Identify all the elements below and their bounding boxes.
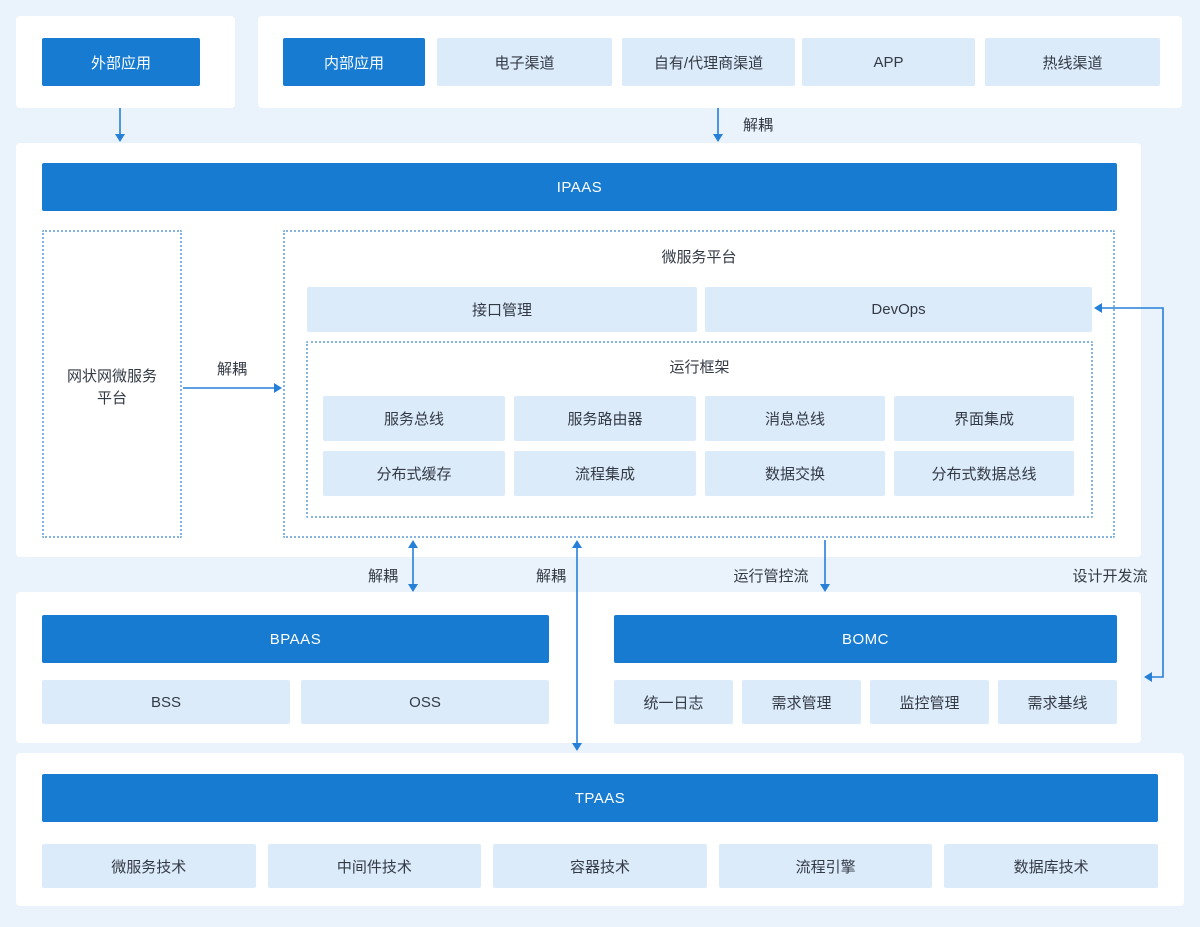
arrow-internal-to-ipaas bbox=[713, 108, 723, 142]
tpaas-items-row: 微服务技术 中间件技术 容器技术 流程引擎 数据库技术 bbox=[42, 844, 1158, 888]
runtime-framework-title: 运行框架 bbox=[669, 359, 730, 376]
external-apps-label: 外部应用 bbox=[90, 54, 151, 72]
microservice-platform-title: 微服务平台 bbox=[661, 249, 737, 266]
api-mgmt-label: 接口管理 bbox=[471, 302, 532, 319]
bomc-item-monitor-mgmt: 监控管理 bbox=[870, 680, 989, 724]
module-message-bus: 消息总线 bbox=[705, 396, 885, 441]
channel-label: 电子渠道 bbox=[494, 54, 555, 72]
module-label: 界面集成 bbox=[953, 411, 1014, 428]
devops-block: DevOps bbox=[705, 287, 1092, 332]
channel-label: 自有/代理商渠道 bbox=[653, 54, 764, 72]
channel-own-agent: 自有/代理商渠道 bbox=[622, 38, 795, 86]
channel-label: APP bbox=[873, 53, 904, 71]
tech-label: 流程引擎 bbox=[795, 858, 856, 876]
mesh-platform-box: 网状网微服务 平台 bbox=[42, 230, 182, 538]
tech-microservice: 微服务技术 bbox=[42, 844, 256, 888]
tech-label: 微服务技术 bbox=[111, 858, 187, 876]
tech-database: 数据库技术 bbox=[944, 844, 1158, 888]
internal-apps-block: 内部应用 bbox=[283, 38, 425, 86]
bomc-item-requirement-mgmt: 需求管理 bbox=[742, 680, 861, 724]
tpaas-label: TPAAS bbox=[574, 789, 626, 807]
module-distributed-data-bus: 分布式数据总线 bbox=[894, 451, 1074, 496]
tpaas-panel: TPAAS 微服务技术 中间件技术 容器技术 流程引擎 数据库技术 bbox=[16, 753, 1184, 906]
bomc-item-requirement-baseline: 需求基线 bbox=[998, 680, 1117, 724]
ipaas-bar: IPAAS bbox=[42, 163, 1117, 211]
tech-label: 中间件技术 bbox=[336, 858, 412, 876]
decouple-top-label: 解耦 bbox=[742, 117, 773, 134]
module-label: 分布式数据总线 bbox=[931, 466, 1037, 483]
decouple-tpaas-label: 解耦 bbox=[535, 568, 566, 585]
runtime-framework-box: 运行框架 服务总线 服务路由器 消息总线 界面集成 分布式缓存 流程集成 数据交… bbox=[306, 341, 1093, 518]
module-ui-integration: 界面集成 bbox=[894, 396, 1074, 441]
external-apps-block: 外部应用 bbox=[42, 38, 200, 86]
tech-container: 容器技术 bbox=[493, 844, 707, 888]
channel-app: APP bbox=[802, 38, 975, 86]
arrow-external-to-ipaas bbox=[115, 108, 125, 142]
oss-block: OSS bbox=[301, 680, 549, 724]
internal-apps-label: 内部应用 bbox=[323, 54, 384, 72]
devops-label: DevOps bbox=[871, 301, 926, 318]
module-service-router: 服务路由器 bbox=[514, 396, 696, 441]
bpaas-bar: BPAAS bbox=[42, 615, 549, 663]
module-label: 流程集成 bbox=[574, 466, 635, 483]
channel-label: 热线渠道 bbox=[1042, 54, 1103, 72]
module-label: 消息总线 bbox=[764, 411, 825, 428]
internal-apps-panel: 内部应用 电子渠道 自有/代理商渠道 APP 热线渠道 bbox=[258, 16, 1182, 108]
channel-hotline: 热线渠道 bbox=[985, 38, 1160, 86]
module-data-exchange: 数据交换 bbox=[705, 451, 885, 496]
ipaas-panel: IPAAS 网状网微服务 平台 微服务平台 接口管理 DevOps 运行框架 服… bbox=[16, 143, 1141, 557]
tech-process-engine: 流程引擎 bbox=[718, 844, 933, 888]
mesh-platform-label: 网状网微服务 平台 bbox=[44, 366, 180, 410]
decouple-bpaas-label: 解耦 bbox=[367, 568, 398, 585]
ipaas-label: IPAAS bbox=[556, 178, 603, 196]
api-mgmt-block: 接口管理 bbox=[307, 287, 697, 332]
bomc-item-label: 监控管理 bbox=[899, 694, 960, 712]
channel-e-channel: 电子渠道 bbox=[437, 38, 612, 86]
microservice-platform-box: 微服务平台 接口管理 DevOps 运行框架 服务总线 服务路由器 消息总线 界… bbox=[283, 230, 1115, 538]
bomc-item-label: 需求基线 bbox=[1027, 694, 1088, 712]
tech-middleware: 中间件技术 bbox=[267, 844, 482, 888]
bomc-item-label: 需求管理 bbox=[771, 694, 832, 712]
decouple-mesh-label: 解耦 bbox=[216, 361, 247, 378]
tech-label: 数据库技术 bbox=[1013, 858, 1089, 876]
external-apps-panel: 外部应用 bbox=[16, 16, 235, 108]
bss-label: BSS bbox=[150, 693, 181, 711]
tech-label: 容器技术 bbox=[569, 858, 630, 876]
module-label: 分布式缓存 bbox=[376, 466, 452, 483]
module-distributed-cache: 分布式缓存 bbox=[323, 451, 505, 496]
oss-label: OSS bbox=[409, 693, 441, 711]
bomc-item-label: 统一日志 bbox=[643, 694, 704, 712]
bpaas-label: BPAAS bbox=[269, 630, 322, 648]
design-dev-flow-label: 设计开发流 bbox=[1072, 568, 1148, 585]
module-service-bus: 服务总线 bbox=[323, 396, 505, 441]
run-control-flow-label: 运行管控流 bbox=[733, 568, 809, 585]
module-process-integration: 流程集成 bbox=[514, 451, 696, 496]
module-label: 服务路由器 bbox=[567, 411, 643, 428]
tpaas-bar: TPAAS bbox=[42, 774, 1158, 822]
module-label: 服务总线 bbox=[383, 411, 444, 428]
bpaas-bomc-panel: BPAAS BSS OSS BOMC 统一日志 需求管理 监控管理 需求基线 bbox=[16, 592, 1141, 743]
mesh-platform-line2: 平台 bbox=[96, 390, 127, 407]
bss-block: BSS bbox=[42, 680, 290, 724]
bomc-label: BOMC bbox=[842, 630, 889, 648]
bomc-bar: BOMC bbox=[614, 615, 1117, 663]
module-label: 数据交换 bbox=[764, 466, 825, 483]
bomc-item-unified-log: 统一日志 bbox=[614, 680, 733, 724]
mesh-platform-line1: 网状网微服务 bbox=[66, 368, 157, 385]
